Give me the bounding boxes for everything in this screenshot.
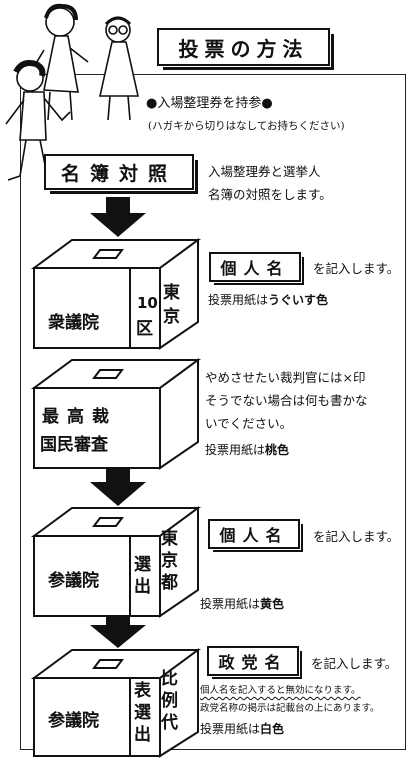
box4-note2: 政党名称の掲示は記載台の上にあります。 [200, 703, 380, 714]
box3-side-col2: 東京都 [161, 529, 178, 593]
box1-paper-text: 投票用紙はうぐいす色 [208, 293, 329, 307]
box2-front-line1: 最高裁 [42, 407, 117, 427]
page-title: 投票の方法 [157, 28, 334, 70]
box2-text-line3: いでください。 [205, 416, 293, 431]
box1-side-line2: 区 [136, 319, 153, 339]
box2-paper-text: 投票用紙は桃色 [205, 443, 290, 457]
write-name-label-2: 個人名 [208, 519, 303, 552]
write-party-label: 政党名 [207, 646, 302, 679]
box1-front-label: 衆議院 [48, 313, 99, 333]
box4-write-text: を記入します。 [311, 656, 398, 671]
step1-desc-line1: 入場整理券と選挙人 [208, 164, 321, 179]
content-frame [20, 74, 406, 750]
ballot-box-house-of-councillors-proportional [30, 648, 202, 758]
box3-write-text: を記入します。 [313, 529, 400, 544]
box3-front-label: 参議院 [48, 571, 99, 591]
box1-write-text: を記入します。 [313, 261, 400, 276]
box1-side-line3: 東 [163, 283, 180, 303]
box2-text-line1: やめさせたい裁判官には×印 [205, 370, 366, 385]
box4-note1: 個人名を記入すると無効になります。 [200, 685, 361, 696]
box4-side-col1: 表選出 [134, 681, 151, 745]
box2-text-line2: そうでない場合は何も書かな [205, 393, 368, 408]
ballot-box-supreme-court-review [30, 358, 202, 470]
box2-front-line2: 国民審査 [40, 435, 108, 455]
arrow-down-icon [90, 612, 146, 648]
notice-subtext: (ハガキから切りはなしてお持ちください) [148, 120, 345, 132]
step-name-check-label: 名簿対照 [44, 154, 198, 194]
box3-side-col1: 選出 [134, 555, 151, 597]
write-name-label-1: 個人名 [209, 252, 304, 285]
box4-side-col2: 比例代 [161, 669, 178, 733]
box1-side-line1: 10 [137, 294, 158, 312]
ballot-box-house-of-councillors-district [30, 506, 202, 618]
box1-side-line4: 京 [163, 307, 180, 327]
step1-desc-line2: 名簿の対照をします。 [208, 187, 332, 202]
arrow-down-icon [90, 197, 146, 237]
notice-text: ●入場整理券を持参● [146, 96, 273, 111]
arrow-down-icon [90, 468, 146, 506]
ballot-box-house-of-representatives [30, 238, 202, 350]
box4-front-label: 参議院 [48, 711, 99, 731]
box3-paper-text: 投票用紙は黄色 [200, 597, 285, 611]
people-illustration [5, 3, 139, 181]
box4-paper-text: 投票用紙は白色 [200, 722, 285, 736]
